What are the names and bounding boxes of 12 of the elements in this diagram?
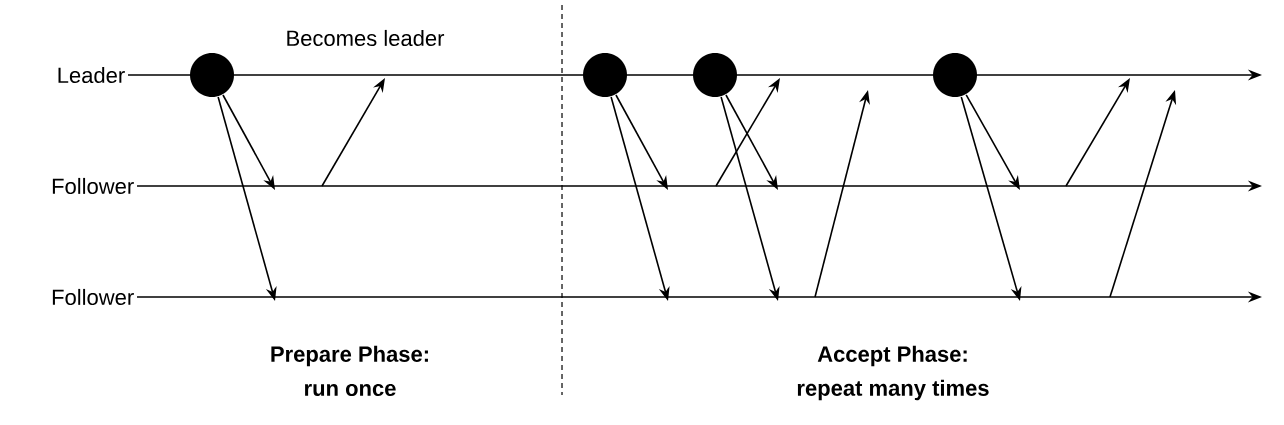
- event-dot: [583, 53, 627, 97]
- phase-caption: run once: [305, 383, 396, 397]
- lane-label: Leader: [58, 66, 125, 84]
- event-dot: [693, 53, 737, 97]
- phase-caption: Prepare Phase:: [271, 345, 428, 367]
- event-dot: [933, 53, 977, 97]
- event-dot: [190, 53, 234, 97]
- phase-caption: repeat many times: [797, 379, 989, 401]
- lane-label: Follower: [52, 288, 134, 306]
- annotation: Becomes leader: [287, 29, 445, 47]
- lane-label: Follower: [52, 177, 134, 195]
- phase-caption: Accept Phase:: [817, 345, 967, 367]
